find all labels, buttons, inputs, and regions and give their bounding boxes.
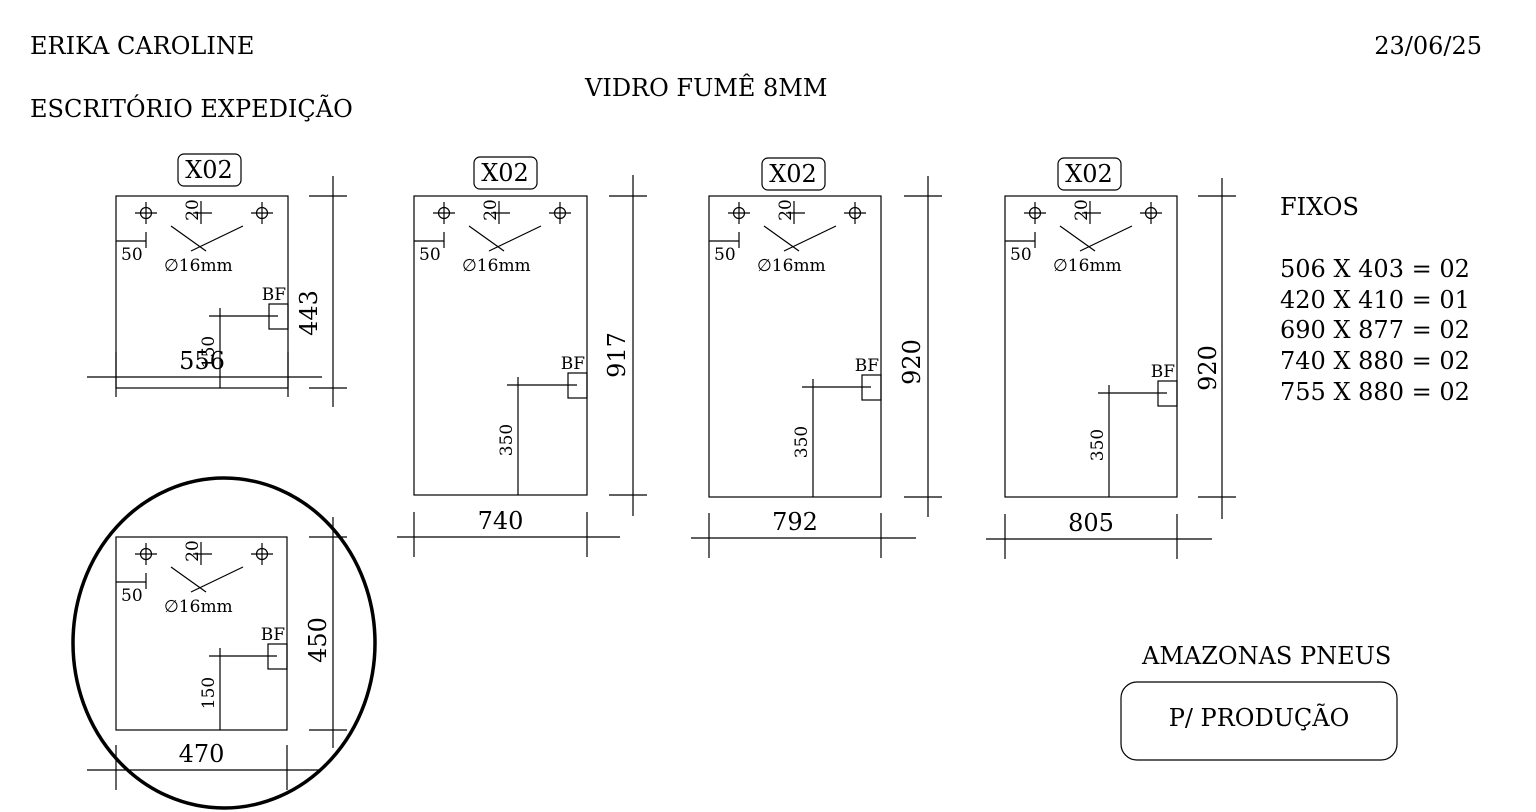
fixed-panel-item: 506 X 403 = 02 [1280,255,1470,283]
hole-offset-top-label: 20 [776,199,796,221]
material-title: VIDRO FUMÊ 8MM [584,73,827,102]
height-label: 917 [603,332,631,378]
leader-line-2 [783,225,837,252]
hole-diameter-label: ∅16mm [164,256,233,276]
fixed-panel-item: 690 X 877 = 02 [1280,316,1470,344]
bf-label: BF [262,285,286,305]
hole-diameter-label: ∅16mm [462,256,531,276]
width-label: 556 [179,347,225,375]
width-label: 470 [179,740,225,768]
bf-label: BF [561,354,585,374]
status-label: P/ PRODUÇÃO [1169,703,1350,732]
glass-panel-outline [1004,195,1178,498]
hole-target-icon [844,202,866,224]
hole-target-icon [549,202,571,224]
leader-line-1 [468,225,505,252]
fixed-panel-item: 420 X 410 = 01 [1280,286,1470,314]
hole-target-icon [135,202,157,224]
hole-offset-top-label: 20 [481,199,501,221]
fixed-panel-item: 755 X 880 = 02 [1280,378,1470,406]
hole-target-icon [433,202,455,224]
quantity-label: X02 [1065,160,1113,188]
hole-offset-left-label: 50 [121,586,143,606]
client-name: ERIKA CAROLINE [30,32,254,60]
pieces-group: X022050∅16mmBF150556443X022050∅16mmBF350… [71,153,1236,810]
quantity-label: X02 [481,159,529,187]
fixed-panel-item: 740 X 880 = 02 [1280,347,1470,375]
leader-line-2 [190,566,244,593]
quantity-badge [1057,157,1122,191]
leader-line-1 [763,225,800,252]
glass-panel-outline [413,195,588,496]
leader-line-2 [190,225,244,252]
bf-offset-label: 150 [199,677,219,709]
quantity-label: X02 [769,160,817,188]
hole-offset-left-label: 50 [121,245,143,265]
hole-offset-left-label: 50 [419,245,441,265]
glass-panel-outline [115,536,288,731]
height-label: 443 [295,290,323,336]
leader-line-1 [170,566,207,593]
height-label: 920 [898,339,926,385]
hole-diameter-label: ∅16mm [757,256,826,276]
hole-offset-left-label: 50 [1010,245,1032,265]
status-box [1120,681,1398,761]
bf-label: BF [855,356,879,376]
hole-diameter-label: ∅16mm [1053,256,1122,276]
hole-diameter-label: ∅16mm [164,597,233,617]
date: 23/06/25 [1374,32,1482,60]
fixed-panels: FIXOS 506 X 403 = 02 420 X 410 = 01 690 … [1280,193,1470,406]
bf-label: BF [261,625,285,645]
bf-offset-label: 350 [792,426,812,458]
bf-label: BF [1151,362,1175,382]
height-label: 920 [1194,345,1222,391]
bf-offset-label: 350 [1088,429,1108,461]
highlight-circle [71,476,377,810]
leader-line-1 [1059,225,1096,252]
hole-offset-top-label: 20 [1072,199,1092,221]
width-label: 805 [1068,509,1114,537]
leader-line-1 [170,225,207,252]
leader-line-2 [1079,225,1133,252]
hole-target-icon [728,202,750,224]
location-name: ESCRITÓRIO EXPEDIÇÃO [30,94,353,123]
bf-offset-label: 350 [497,424,517,456]
hole-offset-left-label: 50 [714,245,736,265]
bf-offset-label: 150 [199,336,219,368]
leader-line-2 [488,225,542,252]
hole-offset-top-label: 20 [183,199,203,221]
hole-target-icon [1140,202,1162,224]
width-label: 740 [478,507,524,535]
glass-panel-outline [115,195,289,389]
hole-target-icon [251,543,273,565]
height-label: 450 [304,617,332,663]
hole-target-icon [1024,202,1046,224]
quantity-label: X02 [185,156,233,184]
company-name: AMAZONAS PNEUS [1141,642,1391,670]
quantity-badge [473,156,538,190]
hole-offset-top-label: 20 [183,540,203,562]
fixed-panels-title: FIXOS [1280,193,1359,221]
width-label: 792 [772,508,818,536]
glass-panel-outline [708,195,882,498]
quantity-badge [761,157,826,191]
hole-target-icon [251,202,273,224]
quantity-badge [177,153,242,187]
hole-target-icon [135,543,157,565]
